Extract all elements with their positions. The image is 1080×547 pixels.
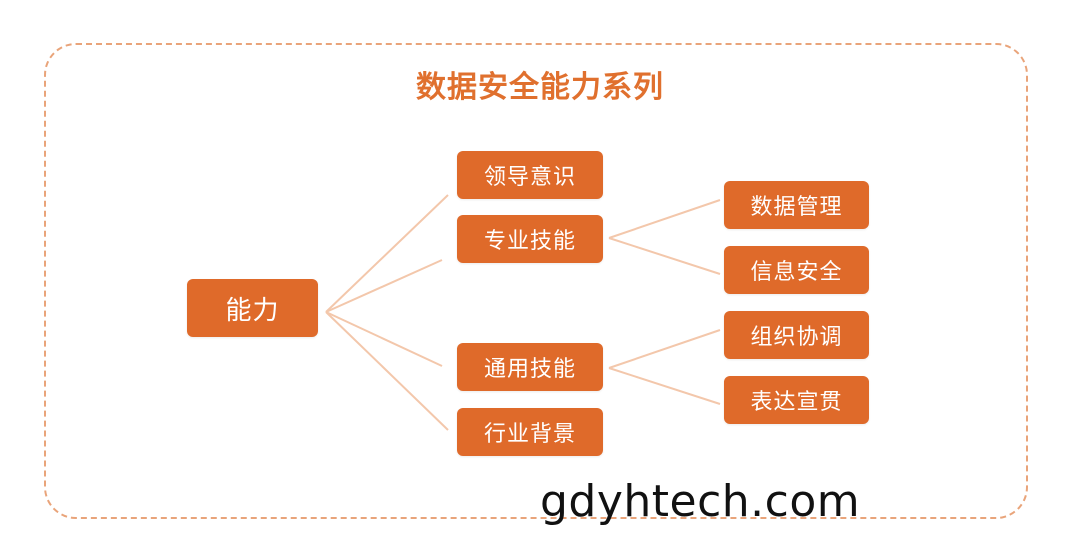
link-general-communication (608, 367, 721, 405)
link-general-coordination (608, 329, 721, 369)
node-leadership: 领导意识 (457, 151, 603, 199)
node-professional-skills: 专业技能 (457, 215, 603, 263)
node-expression-publicity: 表达宣贯 (724, 376, 869, 424)
link-root-industry (325, 311, 449, 431)
diagram-frame (44, 43, 1028, 519)
node-general-skills: 通用技能 (457, 343, 603, 391)
node-industry-background: 行业背景 (457, 408, 603, 456)
link-root-general (325, 311, 443, 367)
node-information-security: 信息安全 (724, 246, 869, 294)
watermark-text: gdyhtech.com (540, 476, 861, 527)
node-data-management: 数据管理 (724, 181, 869, 229)
node-root: 能力 (187, 279, 318, 337)
node-organization-coordination: 组织协调 (724, 311, 869, 359)
link-professional-security (608, 237, 721, 275)
link-root-professional (325, 259, 443, 313)
link-professional-data (608, 199, 721, 239)
diagram-title: 数据安全能力系列 (416, 70, 664, 105)
link-root-leadership (325, 194, 449, 313)
